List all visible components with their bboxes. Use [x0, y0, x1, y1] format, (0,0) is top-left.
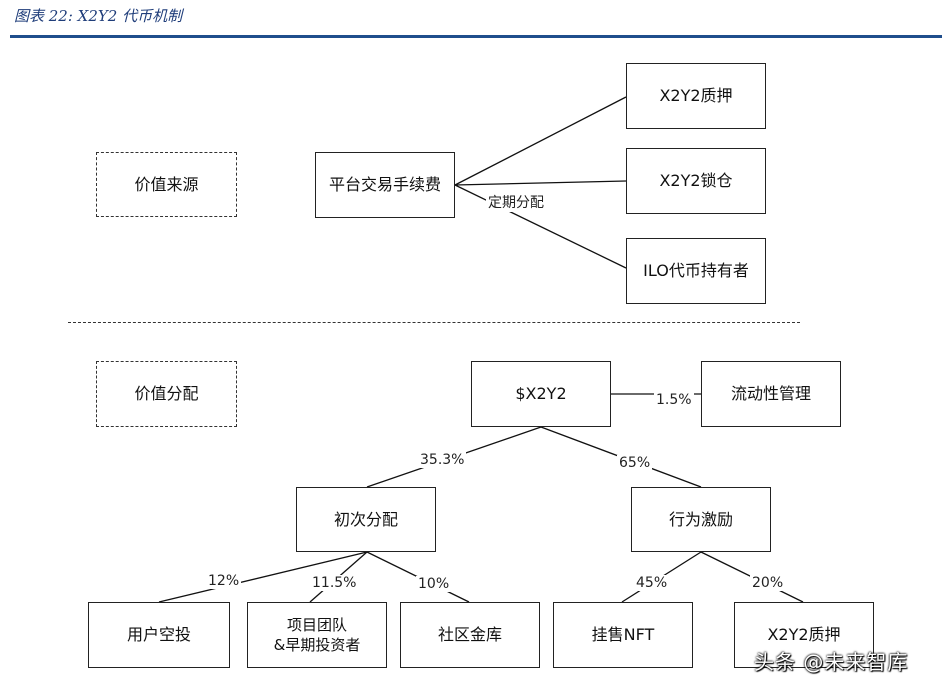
section-divider	[68, 322, 800, 323]
connector-initial-to-airdrop	[158, 551, 368, 603]
airdrop-pct: 12%	[206, 573, 242, 589]
community-treasury-node: 社区金库	[400, 602, 540, 668]
figure-title: 图表 22: X2Y2 代币机制	[14, 7, 183, 25]
value-source-label: 价值来源	[96, 152, 237, 217]
liquidity-node: 流动性管理	[701, 361, 841, 427]
staking-node: X2Y2质押	[626, 63, 766, 129]
staking-reward-node: X2Y2质押	[734, 602, 874, 668]
team-investor-node: 项目团队 &早期投资者	[247, 602, 387, 668]
connector-fee-to-lockup	[454, 180, 627, 186]
listing-pct: 45%	[634, 575, 670, 591]
initial-distribution-node: 初次分配	[296, 487, 436, 552]
initial-pct: 35.3%	[418, 452, 467, 468]
token-node: $X2Y2	[471, 361, 611, 427]
nft-listing-node: 挂售NFT	[553, 602, 693, 668]
value-distribution-label: 价值分配	[96, 361, 237, 427]
treasury-pct: 10%	[416, 576, 452, 592]
periodic-distribution-label: 定期分配	[486, 192, 546, 212]
lockup-node: X2Y2锁仓	[626, 148, 766, 214]
connector-fee-to-ilo	[454, 184, 627, 269]
ilo-holder-node: ILO代币持有者	[626, 238, 766, 304]
title-rule	[10, 35, 942, 38]
team-pct: 11.5%	[310, 575, 359, 591]
airdrop-node: 用户空投	[88, 602, 230, 668]
liquidity-pct: 1.5%	[654, 392, 694, 408]
watermark: 头条 @未来智库	[754, 650, 909, 674]
staking-reward-pct: 20%	[750, 575, 786, 591]
behavior-incentive-node: 行为激励	[631, 487, 771, 552]
connector-fee-to-staking	[454, 96, 627, 186]
platform-fee-node: 平台交易手续费	[315, 152, 455, 218]
incentive-pct: 65%	[617, 455, 653, 471]
